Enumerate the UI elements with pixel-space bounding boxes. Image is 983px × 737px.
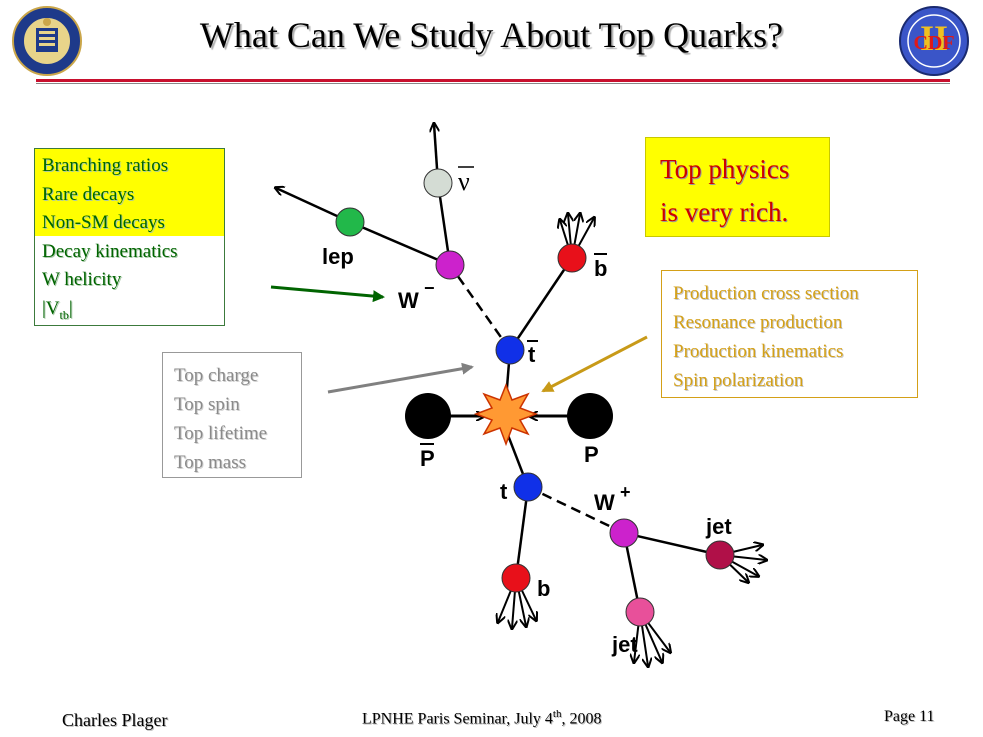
production-item: Resonance production <box>673 312 843 333</box>
label-wplus-sup: + <box>620 482 631 502</box>
tbar-to-bbar <box>508 257 574 351</box>
tbar-to-wminus <box>448 264 512 351</box>
label-jet1: jet <box>705 514 732 539</box>
title-divider-shadow <box>36 83 950 84</box>
footer-author: Charles Plager <box>62 710 168 730</box>
uc-seal-logo <box>12 6 82 76</box>
wminus-to-lep <box>349 220 451 267</box>
production-item: Spin polarization <box>673 370 804 391</box>
production-item: Production cross section <box>673 283 859 304</box>
slide-title: What Can We Study About Top Quarks? <box>199 15 784 55</box>
label-lep: lep <box>322 244 354 269</box>
label-tbar: t <box>528 342 536 367</box>
production-pointer-arrow <box>541 335 648 393</box>
property-item: Top mass <box>174 452 247 473</box>
decay-item: W helicity <box>42 269 122 290</box>
decay-item: Non-SM decays <box>42 212 165 233</box>
footer-page-number: Page 11 <box>884 708 935 725</box>
title-divider <box>36 79 950 82</box>
antitop-particle <box>495 335 525 365</box>
label-wminus-sup: − <box>424 278 435 298</box>
label-pbar: P <box>420 446 435 471</box>
jet1-particle <box>705 540 735 570</box>
decay-item: Decay kinematics <box>42 240 178 262</box>
label-jet2: jet <box>611 632 638 657</box>
vtb-item: |Vtb| <box>42 297 73 322</box>
label-bbar: b <box>594 256 607 281</box>
property-item: Top charge <box>174 365 259 386</box>
jet2-particle <box>625 597 655 627</box>
property-item: Top lifetime <box>174 423 268 444</box>
production-item: Production kinematics <box>673 341 844 362</box>
t-to-wplus <box>527 485 625 535</box>
wminus-particle <box>435 250 465 280</box>
label-wminus: W <box>398 288 419 313</box>
proton-particle <box>567 393 613 439</box>
label-nu: ν <box>458 167 470 196</box>
cdf-numeral: II <box>920 18 948 58</box>
antiproton-particle <box>405 393 451 439</box>
label-wplus: W <box>594 490 615 515</box>
cdf-logo: II CDF <box>898 5 969 76</box>
t-to-b <box>514 486 530 579</box>
label-b: b <box>537 576 550 601</box>
decay-measurements-box: Branching ratios Rare decays Non-SM deca… <box>34 148 225 326</box>
label-p: P <box>584 442 599 467</box>
decay-pointer-arrow <box>270 285 385 303</box>
decay-highlight-band <box>35 149 224 236</box>
decay-item: Branching ratios <box>42 155 169 176</box>
wplus-to-jet1 <box>623 531 721 557</box>
callout-line-1: Top physics <box>660 154 790 184</box>
wplus-particle <box>609 518 639 548</box>
neutrino-particle <box>423 168 453 198</box>
collision-star <box>473 382 539 447</box>
lepton-particle <box>335 207 365 237</box>
property-item: Top spin <box>174 394 240 415</box>
decay-item: Rare decays <box>42 183 135 205</box>
production-measurements-box: Production cross section Resonance produ… <box>661 270 918 398</box>
label-t: t <box>500 479 508 504</box>
cdf-text: CDF <box>913 32 954 54</box>
top-properties-box: Top charge Top spin Top lifetime Top mas… <box>162 352 302 478</box>
footer-seminar: LPNHE Paris Seminar, July 4th, 2008 <box>362 708 602 728</box>
properties-pointer-arrow <box>327 362 474 394</box>
bbar-particle <box>557 243 587 273</box>
top-particle <box>513 472 543 502</box>
callout-line-2: is very rich. <box>660 197 789 227</box>
b-particle <box>501 563 531 593</box>
top-physics-callout: Top physics is very rich. <box>645 137 830 237</box>
